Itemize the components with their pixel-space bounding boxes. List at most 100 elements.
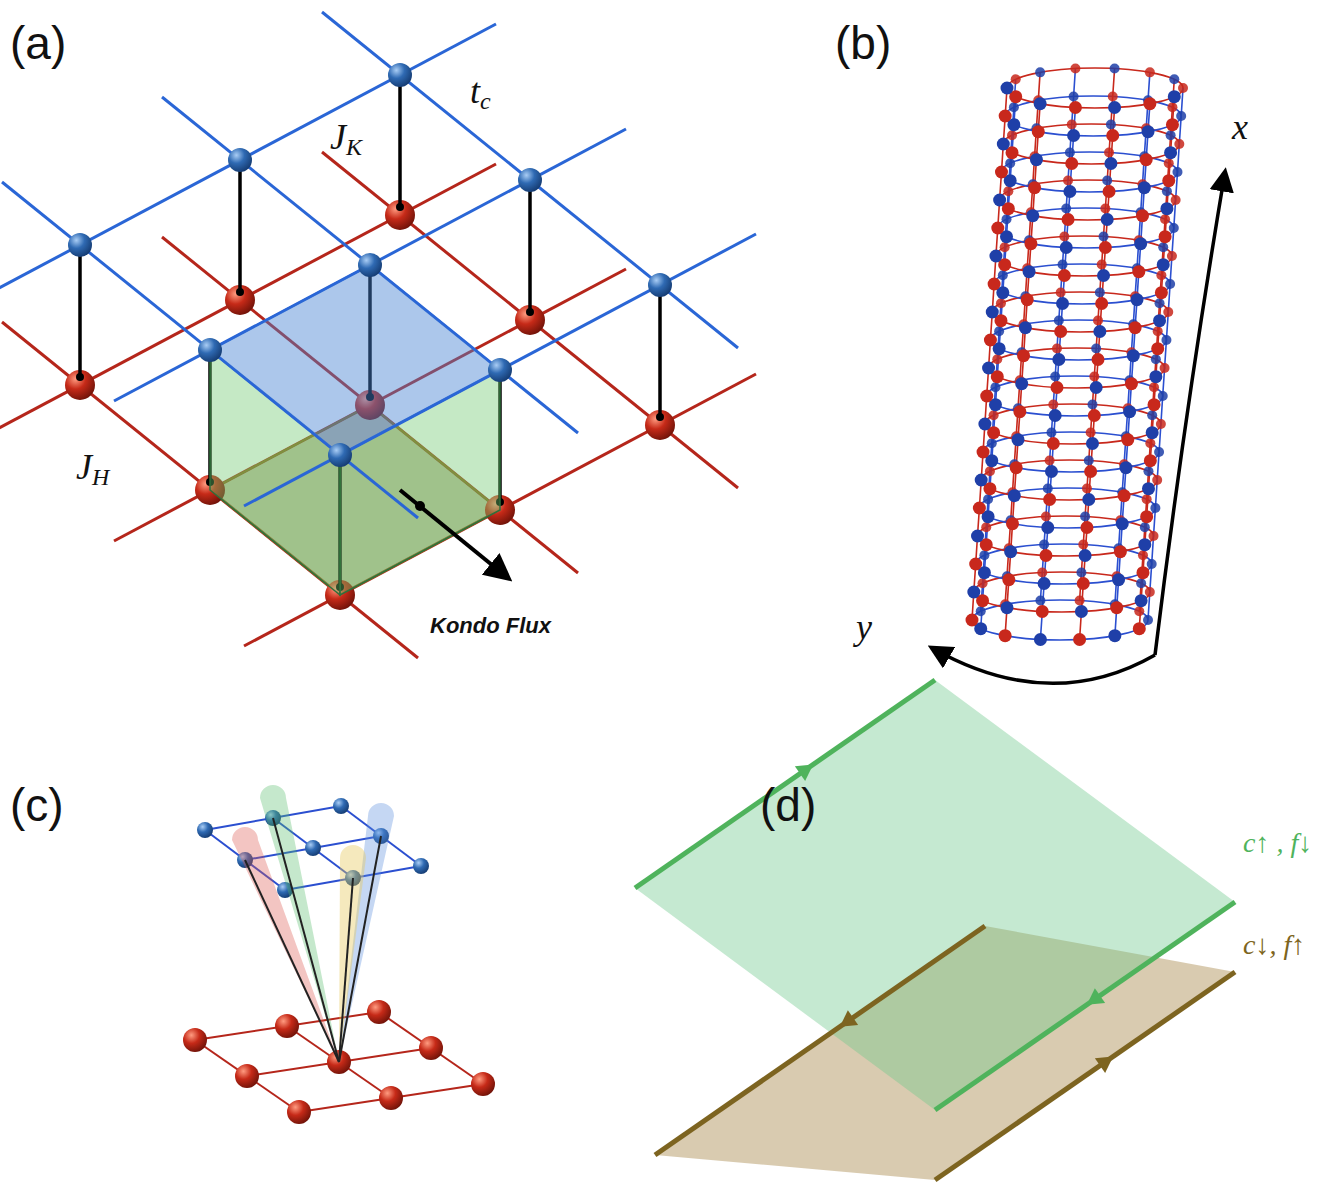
lattice-site xyxy=(1102,176,1112,186)
lattice-site xyxy=(1063,176,1073,186)
lattice-site xyxy=(1149,531,1159,541)
lattice-site xyxy=(1133,622,1146,635)
lattice-site xyxy=(1136,209,1149,222)
lattice-site xyxy=(1076,568,1086,578)
lattice-site xyxy=(1001,82,1014,95)
lattice-site xyxy=(1136,566,1149,579)
lattice-site xyxy=(1174,139,1184,149)
lattice-site xyxy=(1093,325,1106,338)
lattice-site xyxy=(1145,587,1155,597)
lattice-site xyxy=(989,410,999,420)
lattice-site xyxy=(1054,316,1064,326)
axial-bond xyxy=(1139,79,1174,611)
lattice-site xyxy=(1112,573,1125,586)
lattice-site xyxy=(1099,241,1112,254)
lattice-site xyxy=(1003,186,1013,196)
lattice-site xyxy=(1047,437,1060,450)
c-site xyxy=(388,63,412,87)
lattice-site xyxy=(1114,545,1127,558)
cylinder-lattice xyxy=(932,64,1225,684)
kondo-bond xyxy=(398,75,402,207)
lattice-site xyxy=(1082,493,1095,506)
lattice-site xyxy=(1155,298,1165,308)
lattice-site xyxy=(1077,577,1090,590)
lattice-site xyxy=(1043,493,1056,506)
lattice-site xyxy=(333,798,349,814)
lattice-site xyxy=(1017,349,1030,362)
lattice-site xyxy=(987,438,997,448)
lattice-site xyxy=(994,326,1004,336)
lattice-site xyxy=(1056,297,1069,310)
lattice-site xyxy=(1070,64,1080,74)
lattice-site xyxy=(1080,521,1093,534)
lattice-site xyxy=(1129,321,1142,334)
lattice-site xyxy=(999,110,1012,123)
lattice-site xyxy=(1146,426,1159,439)
edge-arrow xyxy=(795,764,813,781)
lattice-site xyxy=(1067,129,1080,142)
bond-end xyxy=(396,203,404,211)
edge-mode xyxy=(655,926,985,1155)
bond-end xyxy=(656,413,664,421)
lattice-site xyxy=(1157,258,1170,271)
lattice-site xyxy=(1136,578,1146,588)
lattice-bond xyxy=(299,1084,483,1112)
lattice-site xyxy=(1135,594,1148,607)
lattice-bond xyxy=(0,24,496,296)
flux-arrow xyxy=(400,490,508,578)
lattice-site xyxy=(1158,242,1168,252)
lattice-site xyxy=(1108,101,1121,114)
edge-arrow xyxy=(840,1010,858,1027)
x-axis-arrow xyxy=(1155,172,1225,655)
lattice-site xyxy=(1048,400,1058,410)
lattice-site xyxy=(1054,325,1067,338)
lattice-site xyxy=(1004,545,1017,558)
lattice-site xyxy=(1169,74,1179,84)
c-site xyxy=(198,338,222,362)
kondo-bond xyxy=(339,878,353,1062)
lattice-bond xyxy=(195,1012,379,1040)
symbol-label: JK xyxy=(330,118,362,160)
symbol-label: Kondo Flux xyxy=(430,614,551,638)
lattice-site xyxy=(1097,260,1107,270)
lattice-site xyxy=(1160,202,1173,215)
lattice-site xyxy=(1167,102,1177,112)
c-site xyxy=(228,148,252,172)
lattice-site xyxy=(419,1036,443,1060)
panel-label: (c) xyxy=(10,780,64,831)
lattice-site xyxy=(1103,185,1116,198)
lattice-site xyxy=(275,1014,299,1038)
axial-bond xyxy=(1115,72,1150,604)
lattice-site xyxy=(1058,269,1071,282)
lattice-site xyxy=(1095,288,1105,298)
lattice-site xyxy=(1058,260,1068,270)
lattice-site xyxy=(1140,153,1153,166)
lattice-site xyxy=(1142,494,1152,504)
lattice-site xyxy=(1118,489,1131,502)
lattice-site xyxy=(1169,223,1179,233)
lattice-site xyxy=(1038,577,1051,590)
lattice-site xyxy=(1164,146,1177,159)
lattice-site xyxy=(1171,195,1181,205)
lattice-site xyxy=(973,502,986,515)
lattice-site xyxy=(1063,185,1076,198)
ring-bond xyxy=(1007,68,1183,108)
axial-bond xyxy=(1005,72,1040,604)
lattice-site xyxy=(1052,353,1065,366)
lattice-site xyxy=(1010,461,1023,474)
lattice-site xyxy=(1123,405,1136,418)
kondo-bond xyxy=(238,160,242,292)
lattice-site xyxy=(1034,97,1047,110)
lattice-site xyxy=(1104,148,1114,158)
lattice-bond xyxy=(195,1040,299,1112)
kondo-bond xyxy=(528,180,532,312)
kondo-bond xyxy=(273,818,339,1062)
lattice-site xyxy=(1143,466,1153,476)
panel-label: (b) xyxy=(835,18,891,69)
lattice-site xyxy=(1067,120,1077,130)
lattice-site xyxy=(1106,120,1116,130)
lattice-site xyxy=(1134,237,1147,250)
lattice-site xyxy=(1108,92,1118,102)
lattice-site xyxy=(1145,67,1155,77)
